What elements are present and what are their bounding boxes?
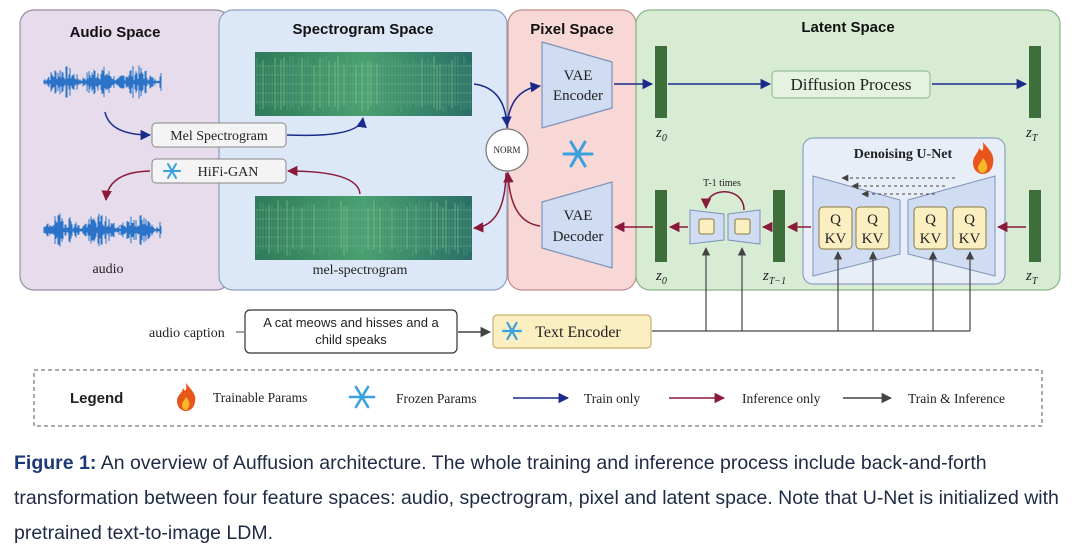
kv-label: KV xyxy=(825,231,847,247)
legend-inference-only: Inference only xyxy=(742,391,821,406)
q-label: Q xyxy=(964,212,975,228)
arrow-decoder-to-norm xyxy=(503,171,541,227)
caption-text-line-1: A cat meows and hisses and a xyxy=(263,315,439,330)
snowflake-icon xyxy=(348,385,376,409)
latent-z0-bottom xyxy=(655,190,667,262)
vae-encoder xyxy=(541,41,613,129)
t1-times-label: T-1 times xyxy=(703,178,741,189)
vae-decoder-label-2: Decoder xyxy=(553,229,604,245)
arrow-audio-to-mel xyxy=(104,111,152,141)
arrow-norm-to-spectrogram xyxy=(472,172,507,233)
z0-top-label: z0 xyxy=(655,125,667,144)
q-label: Q xyxy=(925,212,936,228)
text-encoder-label: Text Encoder xyxy=(535,324,621,341)
fire-icon xyxy=(973,142,994,174)
zT-bottom-label: zT xyxy=(1025,268,1039,287)
text-encoder-box xyxy=(492,314,652,349)
legend-frozen: Frozen Params xyxy=(396,391,477,406)
audio-waveform-input xyxy=(43,65,162,99)
audio-caption-label: audio caption xyxy=(149,326,225,341)
arrow-norm-to-encoder xyxy=(506,82,542,129)
architecture-diagram: Audio Space Spectrogram Space Pixel Spac… xyxy=(19,9,1061,427)
z0-bottom-label: z0 xyxy=(655,268,667,287)
vae-decoder-label-1: VAE xyxy=(564,208,593,224)
qkv-attention-block: Q KV xyxy=(855,206,890,250)
latent-zT-bottom xyxy=(1029,190,1041,262)
hifi-gan-box xyxy=(151,158,287,184)
latent-z0-top xyxy=(655,46,667,118)
audio-waveform-output xyxy=(43,213,162,247)
legend-title: Legend xyxy=(70,390,123,407)
snowflake-icon xyxy=(501,321,523,341)
vae-decoder xyxy=(541,181,613,269)
qkv-attention-block: Q KV xyxy=(818,206,853,250)
legend-train-inference: Train & Inference xyxy=(908,391,1005,406)
arrow-hifigan-to-audio xyxy=(101,170,151,202)
norm-node xyxy=(485,128,529,172)
audio-label: audio xyxy=(92,262,123,277)
pixel-space-title: Pixel Space xyxy=(530,21,613,38)
figure-label: Figure 1: xyxy=(14,452,97,474)
snowflake-icon xyxy=(562,140,594,168)
latent-space-title: Latent Space xyxy=(801,19,894,36)
unet-skip-connections xyxy=(841,174,955,198)
spectrogram-bottom xyxy=(255,196,472,260)
audio-space-title: Audio Space xyxy=(70,24,161,41)
qkv-attention-block: Q KV xyxy=(913,206,948,250)
diffusion-process-box xyxy=(771,70,931,99)
vae-encoder-label-2: Encoder xyxy=(553,88,603,104)
snowflake-icon xyxy=(163,163,181,179)
unet-decoder-trapezoid xyxy=(907,175,996,277)
mel-spectrogram-box xyxy=(151,122,287,148)
loop-inner-left xyxy=(698,218,715,235)
caption-text-line-2: child speaks xyxy=(315,332,387,347)
kv-label: KV xyxy=(862,231,884,247)
unet-title: Denoising U-Net xyxy=(854,147,953,162)
latent-zT1-bottom xyxy=(773,190,785,262)
arrow-t1-loop xyxy=(700,191,745,211)
text-conditioning-lines xyxy=(652,247,975,332)
q-label: Q xyxy=(867,212,878,228)
figure-caption-text: An overview of Auffusion architecture. T… xyxy=(14,452,1059,544)
loop-inner-right xyxy=(734,218,751,235)
spectrogram-space-title: Spectrogram Space xyxy=(293,21,434,38)
spectrogram-top xyxy=(255,52,472,116)
vae-encoder-label-1: VAE xyxy=(564,68,593,84)
figure-caption: Figure 1: An overview of Auffusion archi… xyxy=(14,446,1064,551)
fire-icon xyxy=(177,383,196,411)
arrow-spectrogram-to-norm xyxy=(473,83,512,128)
latent-zT-top xyxy=(1029,46,1041,118)
zT1-bottom-label: zT−1 xyxy=(762,268,786,287)
legend-trainable: Trainable Params xyxy=(213,390,307,405)
hifi-gan-box-label: HiFi-GAN xyxy=(198,165,259,180)
arrow-spectrogram-to-hifigan xyxy=(286,165,361,195)
kv-label: KV xyxy=(959,231,981,247)
audio-space-panel xyxy=(19,9,231,291)
zT-top-label: zT xyxy=(1025,125,1039,144)
diffusion-process-label: Diffusion Process xyxy=(790,75,911,94)
qkv-attention-block: Q KV xyxy=(952,206,987,250)
legend-box xyxy=(33,369,1043,427)
q-label: Q xyxy=(830,212,841,228)
audio-caption-box xyxy=(244,309,458,354)
mel-spectrogram-box-label: Mel Spectrogram xyxy=(170,129,268,144)
legend-train-only: Train only xyxy=(584,391,640,406)
norm-label: NORM xyxy=(493,145,520,155)
arrow-mel-to-spectrogram xyxy=(286,116,367,137)
kv-label: KV xyxy=(920,231,942,247)
mel-spectrogram-label: mel-spectrogram xyxy=(313,263,408,278)
